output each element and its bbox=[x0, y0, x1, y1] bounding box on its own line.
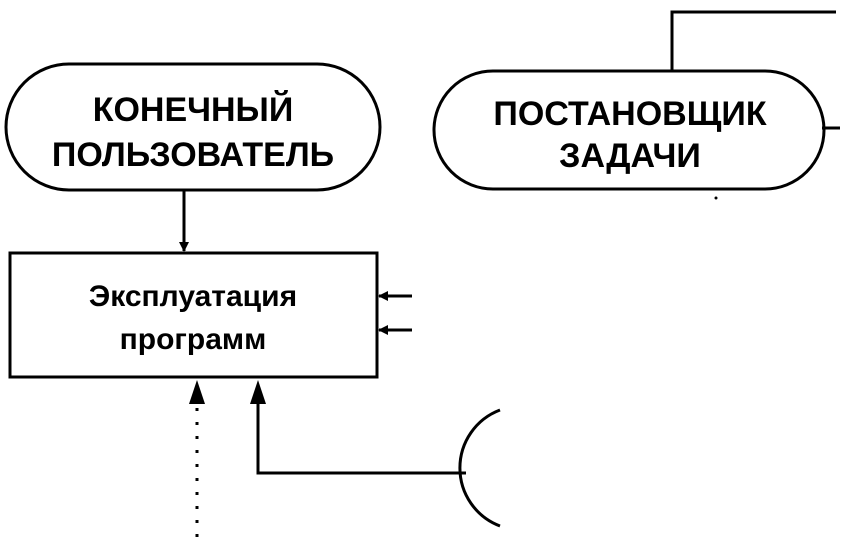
operation-label-line2: программ bbox=[120, 323, 267, 356]
task-setter-label-line2: ЗАДАЧИ bbox=[559, 137, 701, 175]
operation-process-node: Эксплуатация программ bbox=[8, 251, 379, 379]
dotted-input-arrowhead bbox=[189, 380, 205, 404]
operation-label-line1: Эксплуатация bbox=[89, 280, 297, 313]
task-setter-top-line bbox=[670, 10, 836, 71]
task-setter-connector bbox=[670, 10, 840, 130]
end-user-label-line1: КОНЕЧНЫЙ bbox=[93, 90, 294, 129]
storage-arc-shape bbox=[458, 408, 501, 528]
end-user-node: КОНЕЧНЫЙ ПОЛЬЗОВАТЕЛЬ bbox=[4, 62, 382, 192]
operation-process-shape bbox=[8, 251, 379, 379]
task-setter-node: ПОСТАНОВЩИК ЗАДАЧИ bbox=[432, 69, 826, 191]
scan-dot-mark bbox=[714, 196, 718, 200]
storage-connector-arrowhead bbox=[250, 380, 266, 404]
task-setter-shape bbox=[432, 69, 826, 191]
end-user-label-line2: ПОЛЬЗОВАТЕЛЬ bbox=[52, 136, 334, 174]
task-setter-label-line1: ПОСТАНОВЩИК bbox=[493, 95, 766, 133]
storage-connector-line bbox=[256, 390, 466, 475]
end-user-shape bbox=[4, 62, 382, 192]
